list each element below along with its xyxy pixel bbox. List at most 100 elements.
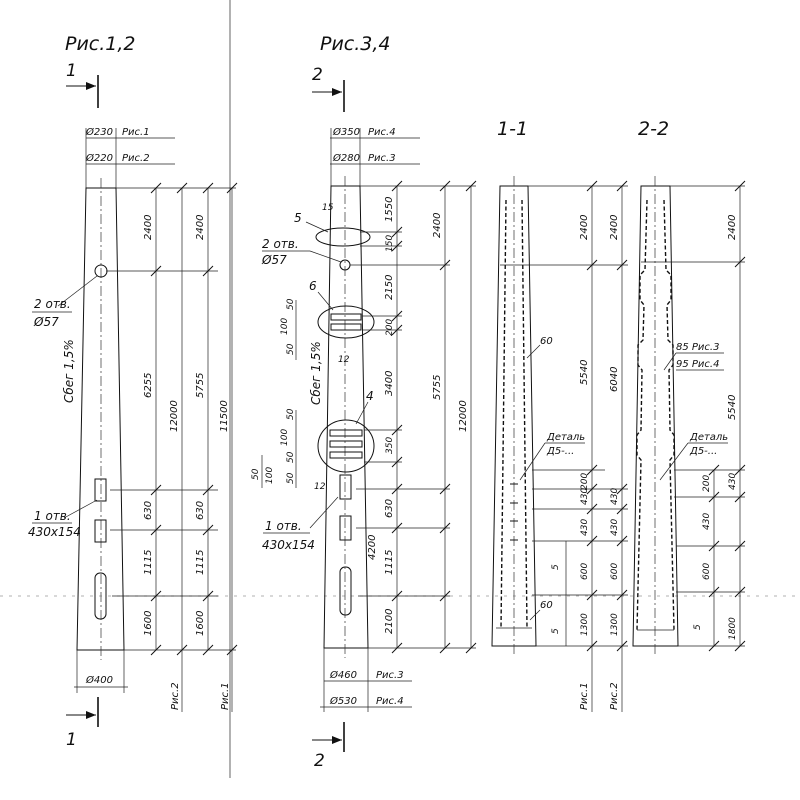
mid-slot-leader	[309, 496, 339, 529]
mid-col1-2150: 2150	[384, 275, 395, 300]
mid-dia-bottom-2-ref: Рис.4	[376, 696, 404, 707]
mid-col2-2400: 2400	[432, 213, 443, 238]
left-holes-label: 2 отв.	[34, 297, 71, 311]
section1-detail: Деталь	[546, 432, 585, 443]
side-dim-100a: 100	[280, 318, 290, 335]
left-col2-12000: 12000	[169, 400, 180, 432]
section1-marks	[510, 483, 518, 541]
side-dim-50c: 50	[286, 408, 296, 420]
mid-dia-bottom-2: Ø530	[329, 695, 357, 707]
mid-col2-5755: 5755	[432, 375, 443, 400]
left-col1-630: 630	[143, 501, 154, 520]
section1-title: 1-1	[497, 118, 528, 140]
mid-dia-top-280-ref: Рис.3	[368, 153, 396, 164]
side-dim-50e: 50	[251, 468, 261, 480]
s1-col2-ref: Рис.2	[609, 682, 620, 710]
mid-holes-dia: Ø57	[261, 253, 287, 267]
mid-dim-ticks	[391, 180, 477, 654]
s1-wall-bottom-leader	[529, 609, 541, 621]
mid-slot-label: 1 отв.	[265, 519, 302, 533]
mid-col1-200: 200	[385, 319, 395, 336]
side-dim-50b: 50	[286, 343, 296, 355]
slot-leader	[63, 499, 98, 519]
dia-top-230: Ø230	[85, 126, 113, 138]
callout-5-ellipse	[315, 227, 371, 247]
s1-col1-5540: 5540	[579, 360, 590, 385]
mid-dia-top-280: Ø280	[332, 152, 360, 164]
dia-top-230-ref: Рис.1	[122, 127, 150, 138]
left-slot-2	[94, 519, 107, 543]
s2-col1-430a: 430	[728, 473, 738, 490]
cut-1-bottom-label: 1	[66, 730, 77, 750]
left-col2-ref: Рис.2	[170, 682, 181, 710]
band-4-a	[329, 429, 363, 437]
cut-2-bottom-arrowhead	[332, 736, 342, 744]
s1-dim-5b: 5	[551, 628, 561, 634]
left-col3-2400: 2400	[195, 215, 206, 240]
mid-dia-top-350: Ø350	[332, 126, 360, 138]
cut-2-bottom-label: 2	[314, 751, 325, 771]
fig12-title: Рис.1,2	[65, 33, 136, 55]
dia-top-220: Ø220	[85, 152, 113, 164]
s1-col2-600: 600	[610, 563, 620, 580]
s1-col2-430a: 430	[610, 488, 620, 505]
s1-col1-600: 600	[580, 563, 590, 580]
cut-1-top-arrowhead	[86, 82, 96, 90]
section2-inner-left	[636, 199, 648, 631]
s2-col1-2400: 2400	[727, 215, 738, 240]
mid-slot-2	[339, 515, 352, 541]
figure-1-2: Рис.1,2 1 1 Ø230 Рис.1 Ø220 Рис.2 2 отв.…	[28, 33, 238, 750]
left-col1-1600: 1600	[143, 611, 154, 636]
dim-12a: 12	[338, 355, 350, 365]
s1-col1-ref: Рис.1	[579, 682, 590, 710]
section2-ref95: 95 Рис.4	[676, 359, 719, 370]
left-col3-1600: 1600	[195, 611, 206, 636]
side-dim-100b: 100	[280, 429, 290, 446]
s1-col2-430b: 430	[610, 519, 620, 536]
s1-col2-2400: 2400	[609, 215, 620, 240]
cut-2-top-label: 2	[312, 65, 323, 85]
mid-col1-3400: 3400	[384, 371, 395, 396]
callout-6: 6	[309, 279, 317, 293]
left-col3-5755: 5755	[195, 373, 206, 398]
left-col3-630: 630	[195, 501, 206, 520]
side-dim-100c: 100	[265, 467, 275, 484]
s2-col1-5540: 5540	[727, 395, 738, 420]
s1-col1-2400: 2400	[579, 215, 590, 240]
mid-col2-4200-visible: 4200	[367, 535, 378, 560]
s1-col1-430b: 430	[580, 519, 590, 536]
section1-detail-leader	[519, 442, 546, 481]
mid-col1-1115: 1115	[384, 550, 395, 575]
s1-col1-430a: 430	[580, 488, 590, 505]
mid-col1-1550: 1550	[384, 197, 395, 222]
mid-col1-150: 150	[385, 235, 395, 252]
s1-col1-200: 200	[580, 473, 590, 490]
section2-outer	[632, 185, 679, 647]
callout-5: 5	[294, 211, 302, 225]
s2-col1-1800: 1800	[728, 617, 738, 640]
section2-inner-right	[663, 199, 675, 631]
mid-dia-top-350-ref: Рис.4	[368, 127, 396, 138]
section1-wall-leader	[526, 344, 541, 359]
callout-6-ellipse	[317, 305, 375, 339]
left-pole-outline	[76, 187, 125, 651]
mid-slot-size: 430x154	[262, 538, 315, 552]
cut-1-bottom-arrowhead	[86, 711, 96, 719]
callout-4-ellipse	[317, 419, 375, 473]
side-dim-50f: 50	[286, 472, 296, 484]
side-dim-50d: 50	[286, 451, 296, 463]
section-2-2: 2-2 85 Рис.3 95 Рис.4 Деталь Д5-...	[632, 118, 746, 656]
section2-detail-ref: Д5-...	[689, 446, 717, 457]
hole-leader	[57, 275, 98, 307]
section1-inner-left	[500, 199, 507, 629]
mid-dia-bottom-1-ref: Рис.3	[376, 670, 404, 681]
mid-slot-1	[339, 474, 352, 500]
section2-ref-leader	[663, 352, 677, 371]
cut-2-top-arrowhead	[332, 88, 342, 96]
mid-dia-bottom-1: Ø460	[329, 669, 357, 681]
section2-detail-leader	[659, 442, 689, 481]
s1-ticks	[586, 180, 628, 652]
mid-holes-label: 2 отв.	[262, 237, 299, 251]
callout-6-leader	[317, 291, 334, 311]
mid-col3-12000: 12000	[458, 400, 469, 432]
